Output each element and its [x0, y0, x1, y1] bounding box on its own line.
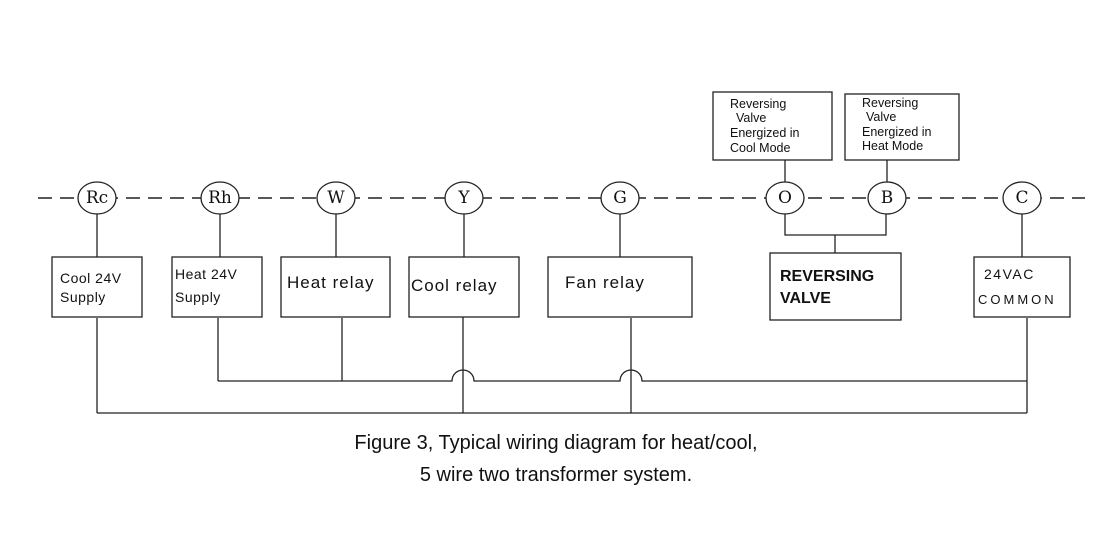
svg-text:Cool Mode: Cool Mode — [730, 141, 790, 155]
svg-text:Rc: Rc — [86, 188, 108, 208]
reversing-valve-box: REVERSING VALVE — [769, 252, 902, 321]
svg-text:O: O — [778, 188, 792, 208]
svg-text:Cool 24V: Cool 24V — [60, 270, 122, 286]
svg-text:B: B — [881, 188, 894, 208]
svg-text:Energized in: Energized in — [862, 125, 932, 139]
cool-mode-note-box: Reversing Valve Energized in Cool Mode — [712, 91, 833, 161]
common-box: 24VAC COMMON — [973, 256, 1071, 318]
svg-text:COMMON: COMMON — [978, 292, 1057, 307]
svg-text:Heat 24V: Heat 24V — [175, 266, 238, 282]
svg-text:Heat relay: Heat relay — [287, 273, 374, 292]
terminal-rc: Rc — [77, 181, 117, 215]
terminal-c: C — [1002, 181, 1042, 215]
terminal-g: G — [600, 181, 640, 215]
svg-text:Supply: Supply — [175, 289, 221, 305]
heat-supply-box: Heat 24V Supply — [171, 256, 263, 318]
terminal-b: B — [867, 181, 907, 215]
terminal-drop-wires — [96, 160, 1023, 258]
svg-text:G: G — [613, 188, 627, 208]
svg-text:24VAC: 24VAC — [984, 266, 1035, 282]
svg-text:W: W — [327, 188, 345, 208]
svg-text:Valve: Valve — [866, 110, 896, 124]
terminal-rh: Rh — [200, 181, 240, 215]
return-wires — [96, 316, 1028, 414]
svg-text:Reversing: Reversing — [730, 97, 786, 111]
svg-text:C: C — [1015, 188, 1028, 208]
svg-text:Y: Y — [457, 188, 470, 208]
svg-text:Heat Mode: Heat Mode — [862, 139, 923, 153]
svg-text:Fan relay: Fan relay — [565, 273, 645, 292]
svg-text:Valve: Valve — [736, 111, 766, 125]
svg-text:REVERSING: REVERSING — [780, 268, 874, 285]
heat-relay-box: Heat relay — [280, 256, 391, 318]
svg-text:VALVE: VALVE — [780, 290, 831, 307]
terminal-o: O — [765, 181, 805, 215]
figure-caption-line-1: Figure 3, Typical wiring diagram for hea… — [354, 432, 758, 454]
cool-relay-box: Cool relay — [408, 256, 520, 318]
terminal-y: Y — [444, 181, 484, 215]
cool-supply-box: Cool 24V Supply — [51, 256, 143, 318]
figure-caption-line-2: 5 wire two transformer system. — [419, 464, 693, 486]
svg-text:Reversing: Reversing — [862, 96, 918, 110]
heat-mode-note-box: Reversing Valve Energized in Heat Mode — [844, 93, 960, 161]
svg-text:Cool relay: Cool relay — [411, 276, 498, 295]
svg-text:Rh: Rh — [208, 188, 232, 208]
svg-text:Supply: Supply — [60, 289, 106, 305]
terminal-w: W — [316, 181, 356, 215]
svg-text:Energized in: Energized in — [730, 126, 800, 140]
fan-relay-box: Fan relay — [547, 256, 693, 318]
